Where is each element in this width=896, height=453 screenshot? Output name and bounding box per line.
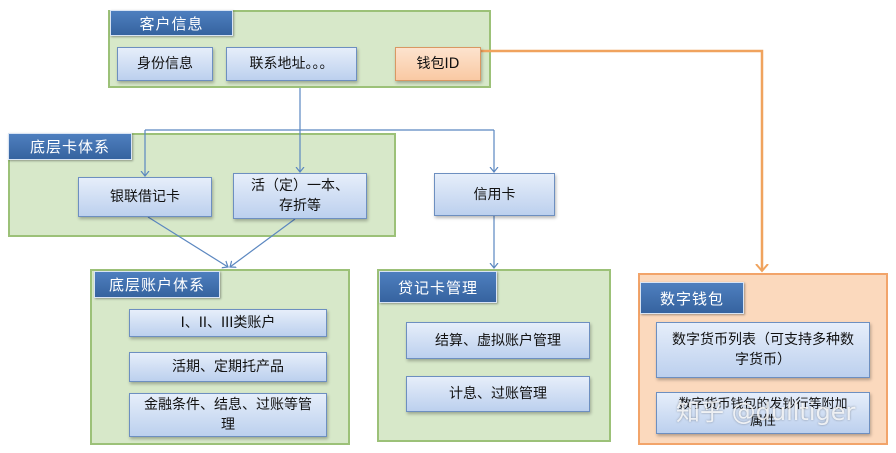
contact-address-box: 联系地址。。。	[226, 47, 357, 81]
loan-card-management-header: 贷记卡管理	[379, 271, 497, 303]
base-card-system-header: 底层卡体系	[8, 133, 132, 160]
wallet-id-box: 钱包ID	[395, 47, 481, 81]
arrow-debit-to-account	[147, 216, 228, 267]
wallet-issuer-attributes-box: 数字货币钱包的发钞行等附加属性	[656, 392, 870, 434]
account-types-box: I、II、III类账户	[129, 309, 327, 337]
digital-currency-list-box: 数字货币列表（可支持多种数字货币）	[656, 322, 870, 378]
deposit-products-box: 活期、定期托产品	[129, 352, 327, 382]
credit-card-box: 信用卡	[434, 173, 555, 216]
arrow-wallet-id-to-digital-wallet	[481, 49, 762, 271]
interest-posting-box: 计息、过账管理	[406, 376, 590, 412]
digital-wallet-header: 数字钱包	[640, 282, 744, 314]
watermark-text: 知乎 @dulltiger	[676, 398, 856, 426]
base-account-system-header: 底层账户体系	[94, 271, 220, 298]
identity-info-box: 身份信息	[117, 47, 213, 81]
financial-terms-box: 金融条件、结息、过账等管理	[129, 393, 327, 437]
customer-info-header: 客户信息	[110, 10, 233, 36]
passbook-box: 活（定）一本、存折等	[233, 173, 367, 219]
settlement-virtual-account-box: 结算、虚拟账户管理	[406, 322, 590, 359]
arrow-passbook-to-account	[230, 218, 296, 267]
unionpay-debit-card-box: 银联借记卡	[78, 177, 212, 217]
